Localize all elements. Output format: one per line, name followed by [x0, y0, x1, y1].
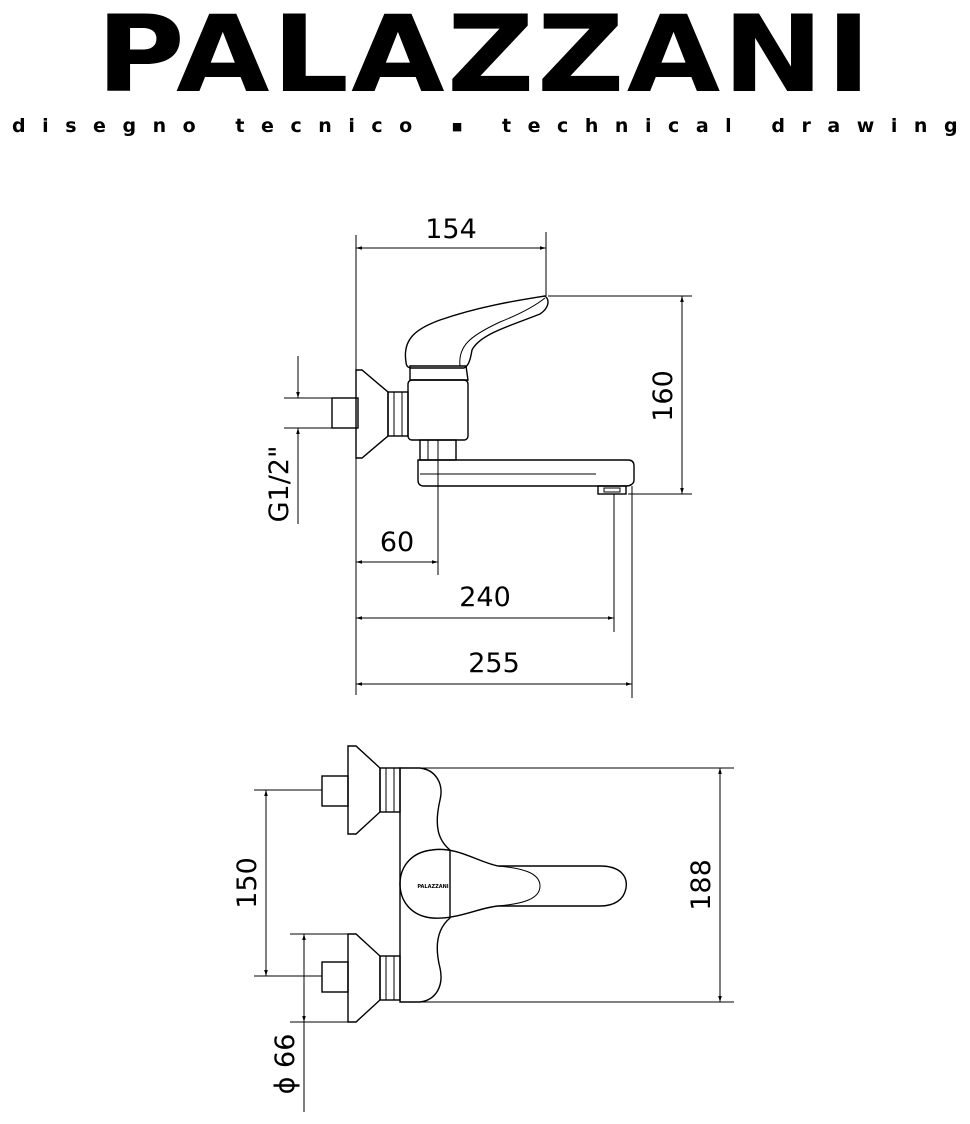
mixer-body: [407, 379, 469, 441]
spout: [417, 459, 635, 487]
dim-height: 160: [648, 370, 679, 422]
aerator: [597, 485, 627, 495]
escutcheon-flange: [355, 369, 389, 459]
brand-logo: PALAZZANI: [0, 0, 970, 110]
bottom-inlet-pipe: [321, 961, 349, 993]
top-inlet-pipe: [321, 775, 349, 807]
lever-handle: [404, 295, 549, 369]
dim-centers: 150: [232, 857, 263, 909]
cartridge-cap: [409, 365, 469, 381]
dim-plan-height: 188: [686, 859, 717, 911]
dim-flange-diameter: ϕ 66: [270, 1034, 301, 1095]
plan-body: [399, 767, 451, 1003]
dim-thread: G1/2": [264, 446, 295, 523]
bottom-flange: [347, 933, 381, 1023]
inlet-pipe: [331, 397, 359, 429]
handle-logo: PALAZZANI: [417, 884, 448, 890]
dim-top-width: 154: [425, 214, 477, 245]
dim-wall-offset: 60: [380, 527, 414, 558]
top-nut: [379, 767, 401, 813]
bottom-nut: [379, 955, 401, 1001]
plan-lever-handle: [399, 848, 627, 919]
plan-view: PALAZZANI 150 188 ϕ 66: [232, 745, 734, 1112]
top-flange: [347, 745, 381, 835]
dim-spout-reach: 240: [459, 582, 511, 613]
side-view: 154 160 G1/2" 60 240 255: [264, 214, 692, 698]
brand-name: PALAZZANI: [96, 0, 874, 116]
dim-total-length: 255: [468, 648, 520, 679]
union-nut: [387, 391, 409, 437]
